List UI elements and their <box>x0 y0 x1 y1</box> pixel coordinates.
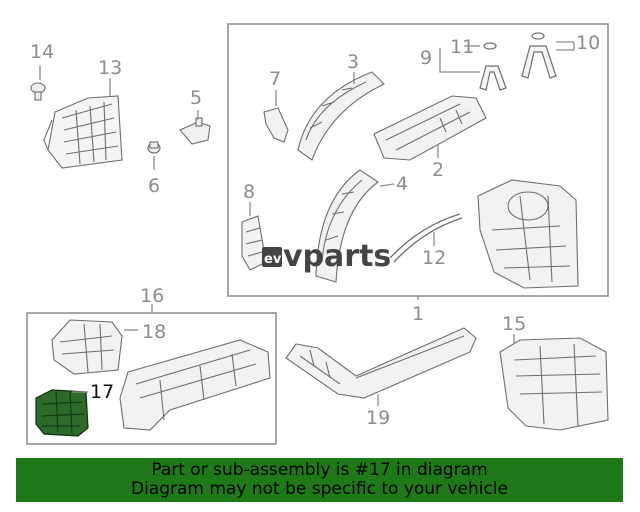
callout-2: 2 <box>432 159 444 181</box>
part-17-highlighted[interactable] <box>35 389 89 437</box>
callout-7: 7 <box>269 68 281 90</box>
part-2-rail[interactable] <box>373 95 487 161</box>
callout-15: 15 <box>502 313 526 335</box>
part-4-wheelhouse[interactable] <box>315 169 379 283</box>
part-6-bolt[interactable] <box>147 141 161 154</box>
part-15-panel[interactable] <box>499 337 609 431</box>
callout-8: 8 <box>243 181 255 203</box>
callout-6: 6 <box>148 175 160 197</box>
part-1-inner-panel[interactable] <box>477 179 579 289</box>
callout-16: 16 <box>140 285 164 307</box>
callout-13: 13 <box>98 57 122 79</box>
callout-3: 3 <box>347 51 359 73</box>
part-9-bracket[interactable] <box>479 65 507 91</box>
part-16-frame-rail[interactable] <box>119 339 271 431</box>
part-10-bracket[interactable] <box>521 32 557 79</box>
callout-19: 19 <box>366 407 390 429</box>
svg-text:ev: ev <box>264 252 282 267</box>
callout-11: 11 <box>450 36 474 58</box>
part-19-sill[interactable] <box>285 327 477 399</box>
callout-5: 5 <box>190 87 202 109</box>
part-11-clip[interactable] <box>483 42 497 50</box>
info-banner: Part or sub-assembly is #17 in diagram D… <box>16 458 623 502</box>
part-12-strip[interactable] <box>389 213 463 263</box>
part-14-clip[interactable] <box>30 82 46 101</box>
callout-14: 14 <box>30 41 54 63</box>
svg-text:vparts: vparts <box>283 239 391 274</box>
banner-line-1: Part or sub-assembly is #17 in diagram <box>151 460 488 480</box>
callout-1: 1 <box>412 303 424 325</box>
part-3-reinforcement[interactable] <box>297 71 385 161</box>
callout-9: 9 <box>420 47 432 69</box>
part-5-sensor[interactable] <box>179 117 211 145</box>
callout-12: 12 <box>422 247 446 269</box>
callout-17: 17 <box>90 381 114 403</box>
callout-18: 18 <box>142 321 166 343</box>
leader-lines <box>39 41 575 406</box>
part-8-bracket[interactable] <box>241 215 267 271</box>
evparts-logo: ev vparts <box>262 239 391 274</box>
part-13-bracket[interactable] <box>43 95 123 169</box>
part-7-bracket[interactable] <box>263 107 289 143</box>
callout-10: 10 <box>576 32 600 54</box>
callout-4: 4 <box>396 173 408 195</box>
banner-line-2: Diagram may not be specific to your vehi… <box>130 479 508 499</box>
part-18-bracket[interactable] <box>51 319 123 375</box>
